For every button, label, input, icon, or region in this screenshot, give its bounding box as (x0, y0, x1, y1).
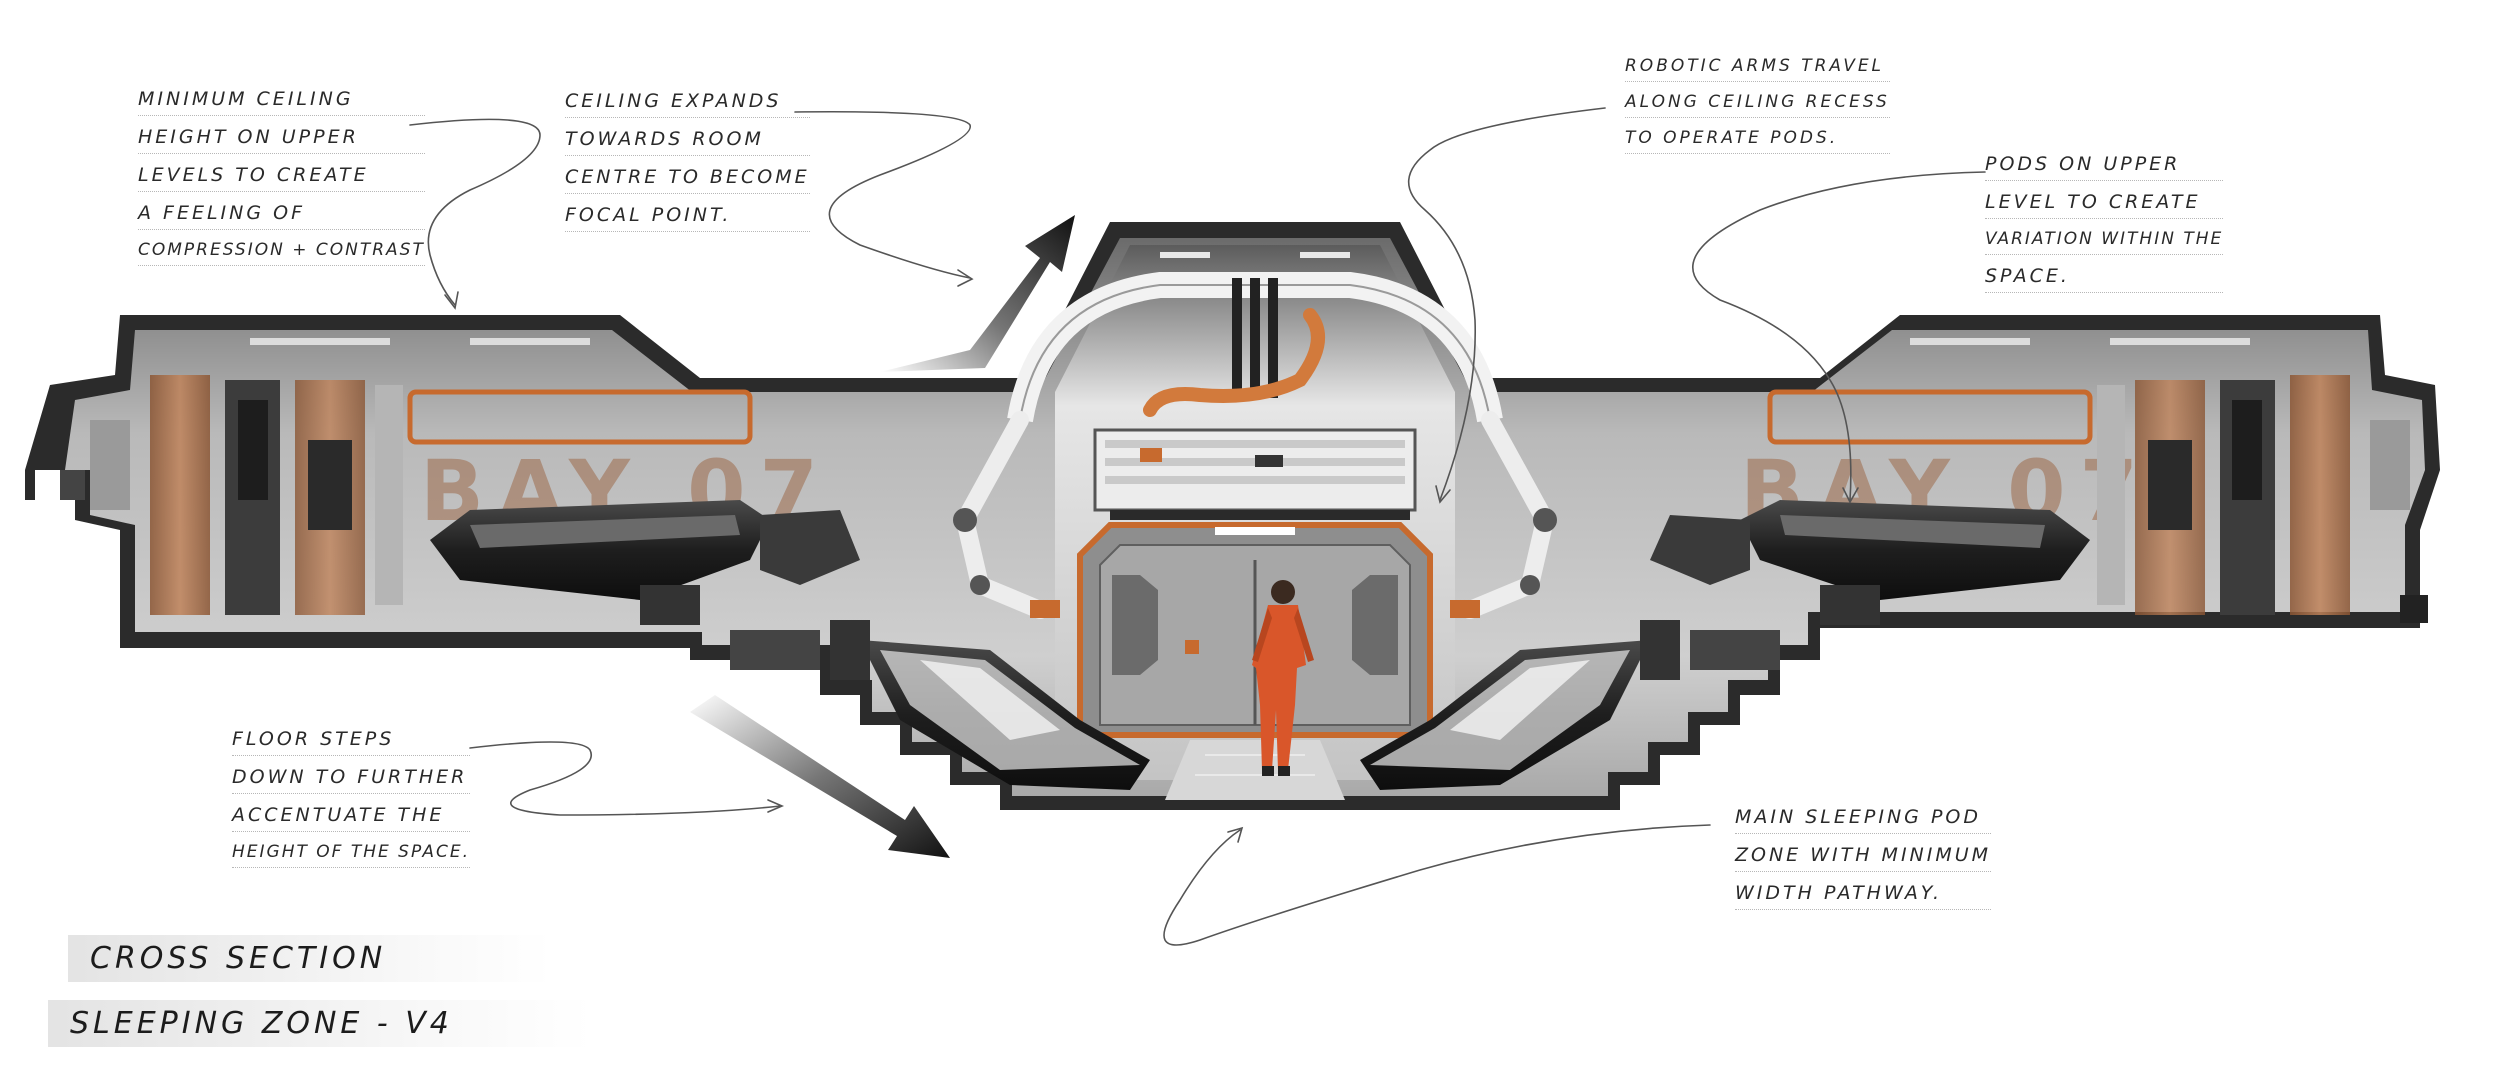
right-wall-modules (2097, 375, 2428, 623)
ceiling-lights (250, 252, 2250, 345)
central-door (1077, 522, 1433, 738)
note-line: Minimum ceiling (138, 90, 425, 116)
note-floor-steps: Floor steps down to further accentuate t… (232, 730, 470, 880)
note-line: levels to create (138, 166, 425, 192)
note-line: level to create (1985, 193, 2224, 219)
note-line: variation within the (1985, 231, 2224, 255)
note-line: Ceiling expands (565, 92, 810, 118)
robotic-arm-right (1450, 411, 1557, 619)
note-line: Main sleeping pod (1735, 808, 1992, 834)
note-ceiling-height: Minimum ceiling height on upper levels t… (138, 90, 425, 278)
note-line: height on upper (138, 128, 425, 154)
upper-pod-left (430, 500, 770, 625)
note-line: focal point. (565, 206, 810, 232)
note-line: along ceiling recess (1625, 94, 1890, 118)
note-line: height of the space. (232, 844, 470, 868)
leader-main-zone (1163, 824, 1711, 946)
note-line: Robotic arms travel (1625, 58, 1890, 82)
left-wall-modules (60, 375, 403, 615)
human-figure (1252, 580, 1314, 776)
leader-upper-pods (1691, 171, 1986, 501)
title-sleeping-zone: Sleeping Zone - V4 (48, 1000, 592, 1047)
main-pods-left (730, 620, 1150, 790)
walkway (1165, 740, 1345, 800)
upper-pod-left-2 (760, 510, 860, 585)
note-line: accentuate the (232, 806, 470, 832)
note-line: Pods on upper (1985, 155, 2224, 181)
note-line: Floor steps (232, 730, 470, 756)
note-line: centre to become (565, 168, 810, 194)
leader-floor-steps-head (767, 799, 785, 813)
note-line: zone with minimum (1735, 846, 1992, 872)
note-line: down to further (232, 768, 470, 794)
note-line: a feeling of (138, 204, 425, 230)
leader-robotic-arms-head (1435, 485, 1451, 504)
note-line: space. (1985, 267, 2224, 293)
leader-upper-pods-head (1842, 487, 1859, 504)
note-main-zone: Main sleeping pod zone with minimum widt… (1735, 808, 1992, 922)
note-robotic-arms: Robotic arms travel along ceiling recess… (1625, 58, 1890, 166)
leader-ceiling-height-head (444, 291, 459, 310)
leader-ceiling-expands (794, 110, 971, 279)
leader-robotic-arms (1407, 107, 1606, 501)
floor-step-arrow (690, 695, 950, 858)
upper-pod-right (1740, 500, 2090, 625)
note-upper-pods: Pods on upper level to create variation … (1985, 155, 2224, 305)
leader-floor-steps (469, 741, 781, 816)
ceiling-expand-arrow (880, 215, 1075, 372)
main-pods-right (1360, 620, 1780, 790)
leader-ceiling-height (409, 118, 541, 306)
robotic-arm-left (953, 411, 1060, 619)
upper-pod-right-2 (1650, 515, 1750, 585)
title-cross-section: Cross Section (68, 935, 552, 982)
note-ceiling-expands: Ceiling expands towards room centre to b… (565, 92, 810, 244)
note-line: compression + contrast (138, 242, 425, 266)
leader-main-zone-head (1227, 826, 1244, 843)
note-line: towards room (565, 130, 810, 156)
leader-lines (409, 107, 1986, 946)
leader-ceiling-expands-head (957, 269, 974, 287)
note-line: width pathway. (1735, 884, 1992, 910)
ceiling-machinery (1007, 272, 1503, 520)
note-line: to operate pods. (1625, 130, 1890, 154)
